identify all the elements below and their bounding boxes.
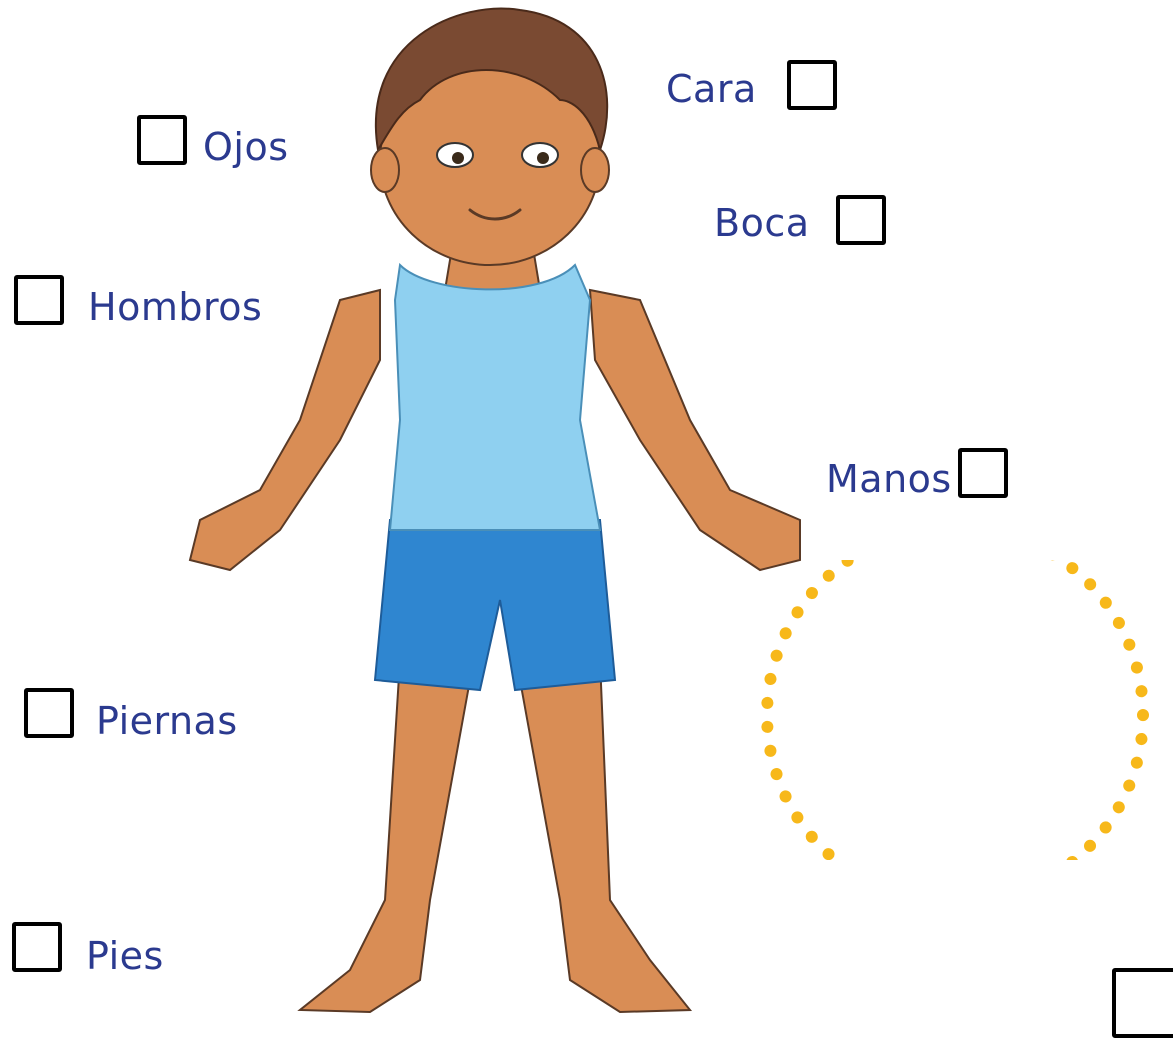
checkbox-circle[interactable]	[1112, 968, 1173, 1038]
label-hombros: Hombros	[88, 288, 262, 326]
checkbox-boca[interactable]	[836, 195, 886, 245]
label-pies: Pies	[86, 937, 164, 975]
checkbox-cara[interactable]	[787, 60, 837, 110]
label-piernas: Piernas	[96, 702, 238, 740]
label-boca: Boca	[714, 204, 810, 242]
label-manos: Manos	[826, 460, 952, 498]
checkbox-ojos[interactable]	[137, 115, 187, 165]
checkbox-hombros[interactable]	[14, 275, 64, 325]
dotted-circle-icon	[752, 560, 1152, 860]
checkbox-piernas[interactable]	[24, 688, 74, 738]
checkbox-pies[interactable]	[12, 922, 62, 972]
label-cara: Cara	[666, 70, 757, 108]
checkbox-manos[interactable]	[958, 448, 1008, 498]
label-ojos: Ojos	[203, 128, 289, 166]
